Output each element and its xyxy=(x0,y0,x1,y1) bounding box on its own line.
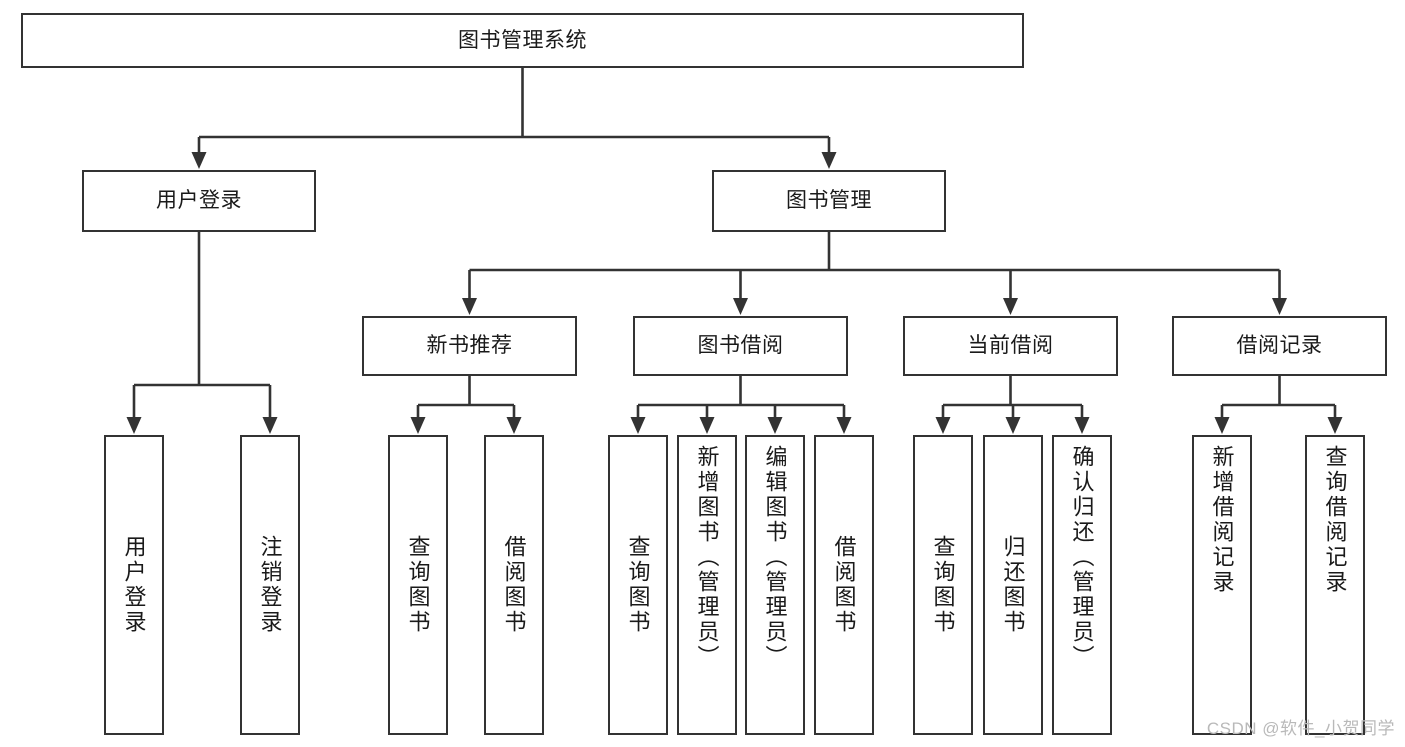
arrow-head xyxy=(1272,298,1287,315)
node-label: 新书推荐 xyxy=(426,334,513,358)
arrow-head xyxy=(1003,298,1018,315)
node-leaf-add-book-admin[interactable]: 新增图书（管理员） xyxy=(677,435,737,735)
node-label: 查询图书 xyxy=(405,535,431,635)
node-label: 当前借阅 xyxy=(967,334,1054,358)
arrow-head xyxy=(767,417,783,434)
arrow-head xyxy=(1214,417,1230,434)
arrow-head xyxy=(1327,417,1343,434)
arrow-head xyxy=(191,152,207,169)
node-book-borrow[interactable]: 图书借阅 xyxy=(633,316,848,376)
arrow-head xyxy=(506,417,522,434)
node-leaf-edit-book-admin[interactable]: 编辑图书（管理员） xyxy=(745,435,805,735)
arrow-head xyxy=(699,417,715,434)
node-label: 新增借阅记录 xyxy=(1209,445,1235,595)
node-new-book-recommend[interactable]: 新书推荐 xyxy=(362,316,577,376)
node-label: 查询借阅记录 xyxy=(1322,445,1348,595)
node-leaf-logout-login[interactable]: 注销登录 xyxy=(240,435,300,735)
node-current-borrow[interactable]: 当前借阅 xyxy=(903,316,1118,376)
arrow-head xyxy=(1074,417,1090,434)
node-borrow-record[interactable]: 借阅记录 xyxy=(1172,316,1387,376)
node-label: 用户登录 xyxy=(121,535,147,635)
node-label: 图书管理系统 xyxy=(458,28,587,52)
node-leaf-query-book-rec[interactable]: 查询图书 xyxy=(388,435,448,735)
arrow-head xyxy=(733,298,748,315)
node-leaf-borrow-book-rec[interactable]: 借阅图书 xyxy=(484,435,544,735)
arrow-head xyxy=(1005,417,1021,434)
node-label: 借阅图书 xyxy=(831,535,857,635)
node-leaf-confirm-return-admin[interactable]: 确认归还（管理员） xyxy=(1052,435,1112,735)
arrow-head xyxy=(410,417,426,434)
node-leaf-query-book-current[interactable]: 查询图书 xyxy=(913,435,973,735)
node-label: 图书管理 xyxy=(786,189,872,213)
node-label: 用户登录 xyxy=(156,189,242,213)
arrow-head xyxy=(262,417,278,434)
node-leaf-query-borrow-record[interactable]: 查询借阅记录 xyxy=(1305,435,1365,735)
node-leaf-query-book-borrow[interactable]: 查询图书 xyxy=(608,435,668,735)
node-user-login[interactable]: 用户登录 xyxy=(82,170,316,232)
arrow-head xyxy=(630,417,646,434)
node-label: 查询图书 xyxy=(930,535,956,635)
node-label: 编辑图书（管理员） xyxy=(762,445,788,670)
node-root[interactable]: 图书管理系统 xyxy=(21,13,1024,68)
node-label: 查询图书 xyxy=(625,535,651,635)
arrow-head xyxy=(935,417,951,434)
node-label: 借阅图书 xyxy=(501,535,527,635)
node-label: 归还图书 xyxy=(1000,535,1026,635)
node-label: 注销登录 xyxy=(257,535,283,635)
arrow-head xyxy=(821,152,837,169)
node-label: 新增图书（管理员） xyxy=(694,445,720,670)
node-leaf-user-login[interactable]: 用户登录 xyxy=(104,435,164,735)
node-leaf-add-borrow-record[interactable]: 新增借阅记录 xyxy=(1192,435,1252,735)
csdn-watermark: CSDN @软件_小贺同学 xyxy=(1206,719,1395,738)
node-label: 借阅记录 xyxy=(1236,334,1323,358)
arrow-head xyxy=(836,417,852,434)
arrow-head xyxy=(462,298,477,315)
node-label: 确认归还（管理员） xyxy=(1069,445,1095,670)
node-leaf-return-book[interactable]: 归还图书 xyxy=(983,435,1043,735)
node-label: 图书借阅 xyxy=(697,334,784,358)
arrow-head xyxy=(126,417,142,434)
node-book-manage[interactable]: 图书管理 xyxy=(712,170,946,232)
node-leaf-borrow-book[interactable]: 借阅图书 xyxy=(814,435,874,735)
